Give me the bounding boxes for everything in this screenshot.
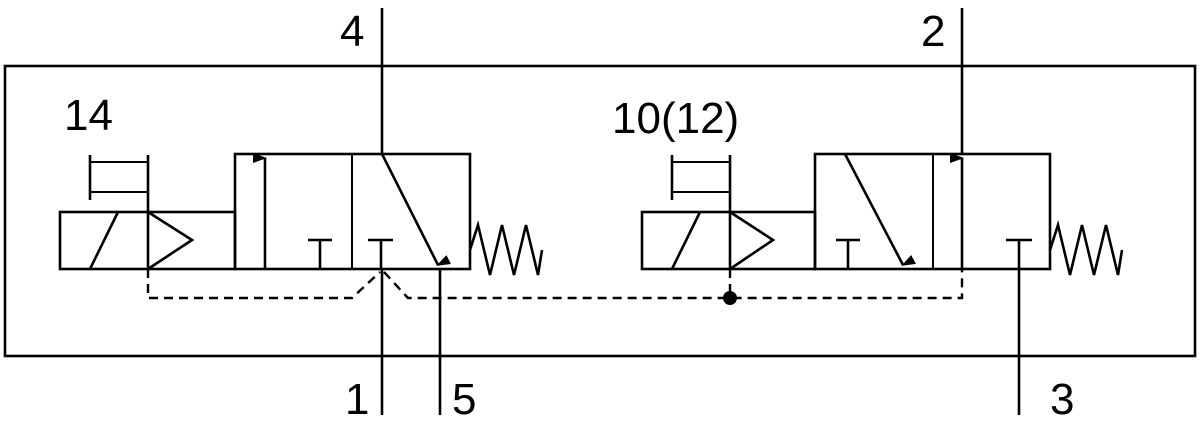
blocked-port-symbol	[308, 238, 332, 269]
blocked-port-symbol	[836, 238, 860, 269]
blocked-port-symbol	[1006, 238, 1032, 269]
right-valve-body	[813, 152, 1052, 271]
port-4-label: 4	[340, 7, 364, 56]
left-solenoid-actuator	[58, 155, 237, 271]
junction-dot	[723, 291, 737, 305]
pilot-14-label: 14	[64, 91, 113, 140]
pilot-10-12-label: 10(12)	[612, 94, 739, 143]
left-return-spring	[468, 220, 544, 276]
right-return-spring	[1048, 220, 1124, 276]
port-5-label: 5	[452, 375, 476, 423]
enclosure-frame	[3, 64, 1197, 358]
flow-arrow-diagonal	[843, 153, 916, 266]
right-manual-override	[670, 155, 730, 200]
port-2-label: 2	[921, 7, 945, 56]
right-solenoid-actuator	[640, 155, 817, 271]
flow-arrow-diagonal	[380, 153, 451, 266]
blocked-port-symbol	[368, 238, 393, 269]
left-valve-body	[233, 152, 472, 271]
left-manual-override	[88, 155, 148, 200]
pilot-line-right	[383, 269, 964, 300]
port-1-label: 1	[345, 375, 369, 423]
pilot-line-left	[146, 269, 381, 300]
port-3-label: 3	[1050, 375, 1074, 423]
